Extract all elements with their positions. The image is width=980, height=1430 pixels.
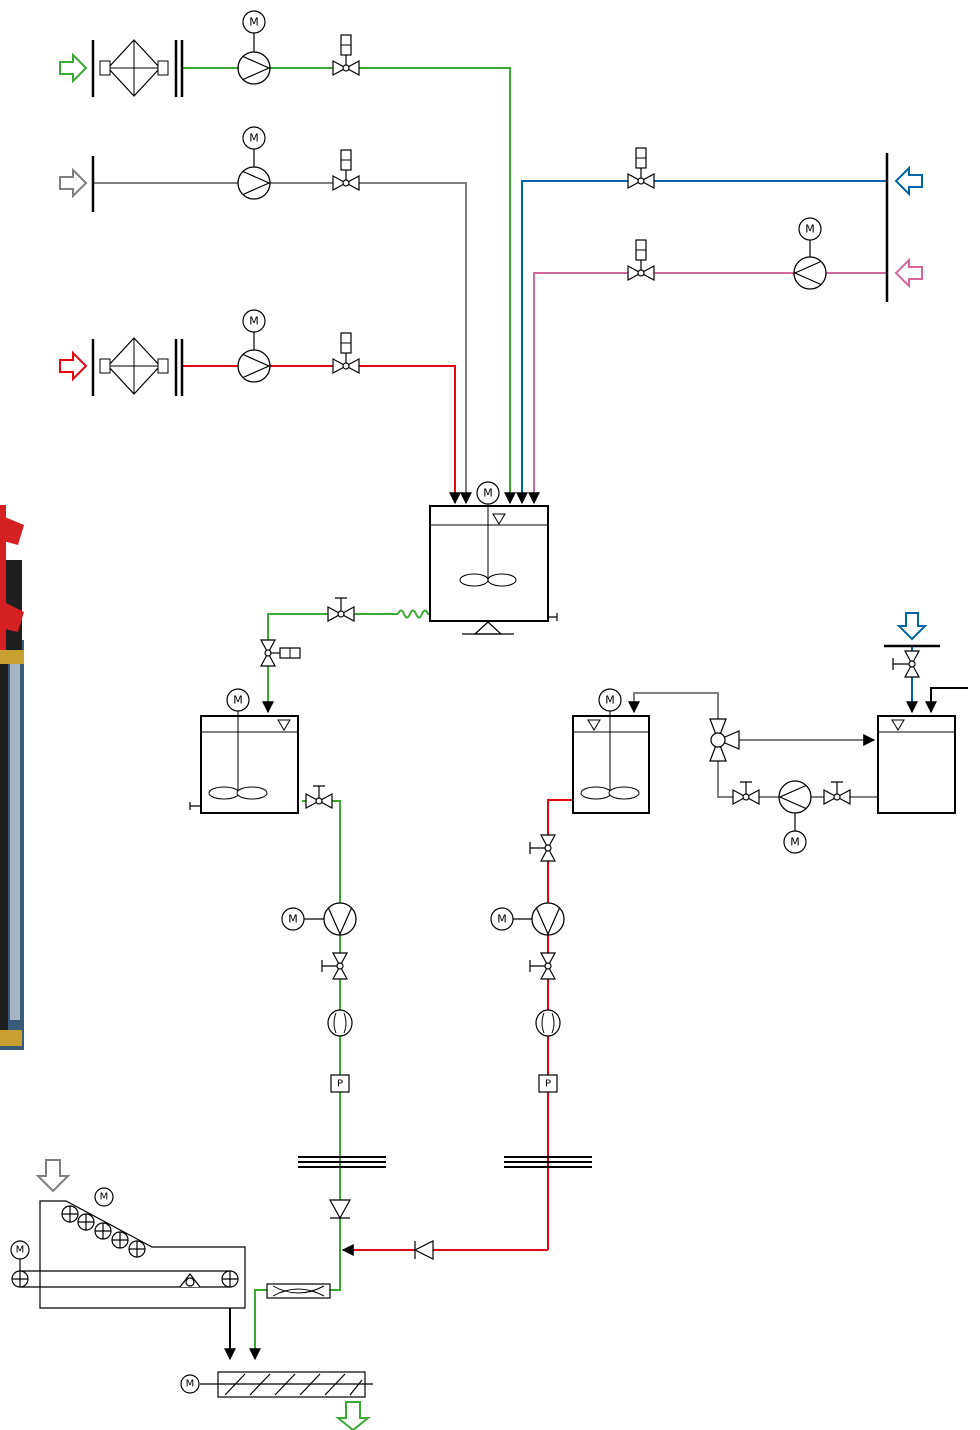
right-agitated-tank xyxy=(572,711,650,814)
manual-valve-icon xyxy=(823,781,851,805)
roller-conveyor xyxy=(11,1200,246,1309)
motor-icon: M xyxy=(281,907,324,931)
blue-feed-line xyxy=(516,180,886,505)
svg-text:M: M xyxy=(249,315,259,328)
flow-meter-icon xyxy=(535,1009,561,1037)
gray-solids-inlet-arrow-icon xyxy=(35,1159,71,1193)
svg-text:P: P xyxy=(337,1079,343,1090)
check-valve-icon xyxy=(413,1240,434,1260)
svg-text:M: M xyxy=(288,913,298,926)
manual-valve-icon xyxy=(321,952,348,980)
control-valve-icon xyxy=(627,239,655,281)
static-mixer-icon xyxy=(266,1283,331,1299)
blue-water-inlet-arrow-icon xyxy=(896,612,928,641)
filter-icon xyxy=(99,337,169,395)
red-inlet-arrow-icon xyxy=(59,350,88,382)
svg-text:P: P xyxy=(545,1079,551,1090)
pump-icon xyxy=(793,256,827,290)
motor-icon: M xyxy=(242,10,266,52)
motor-icon: M xyxy=(242,126,266,167)
svg-text:M: M xyxy=(483,487,493,500)
green-feed-line-top xyxy=(183,67,516,505)
svg-text:M: M xyxy=(249,132,259,145)
pressure-transmitter: P xyxy=(330,1074,350,1093)
control-valve-icon xyxy=(332,34,360,76)
svg-text:M: M xyxy=(16,1245,25,1256)
black-feed-line xyxy=(925,687,968,714)
green-inlet-arrow-icon xyxy=(59,52,88,84)
manual-valve-icon xyxy=(529,834,556,862)
red-feed-line-top xyxy=(183,365,461,505)
pipe-flange-mark xyxy=(298,1156,386,1168)
left-agitated-tank xyxy=(189,711,299,814)
filter-icon xyxy=(99,39,169,97)
three-way-valve-icon xyxy=(709,718,740,762)
pump-icon xyxy=(237,349,271,383)
control-valve-icon xyxy=(332,332,360,374)
motor-icon: M xyxy=(180,1374,200,1394)
pump-icon xyxy=(237,51,271,85)
pump-icon xyxy=(778,780,812,814)
manual-valve-icon xyxy=(732,781,760,805)
red-pump-line xyxy=(547,799,572,1250)
motor-icon: M xyxy=(783,813,807,854)
motor-icon: M xyxy=(242,309,266,350)
main-mixing-tank xyxy=(429,503,558,635)
manual-valve-icon xyxy=(327,597,355,622)
flexible-hose xyxy=(397,609,432,619)
motor-icon: M xyxy=(226,688,250,712)
pump-icon xyxy=(237,166,271,200)
motor-icon: M xyxy=(598,688,622,712)
pump-icon xyxy=(323,902,357,936)
pink-inlet-arrow-icon xyxy=(894,257,923,289)
motor-icon: M xyxy=(10,1240,30,1271)
blue-inlet-arrow-icon xyxy=(894,165,923,197)
side-equipment-model xyxy=(0,505,24,1050)
manual-valve-icon xyxy=(305,785,333,809)
green-product-outlet-arrow-icon xyxy=(335,1401,371,1430)
gray-recirc-line xyxy=(628,692,719,736)
svg-text:M: M xyxy=(186,1379,195,1390)
pump-icon xyxy=(531,902,565,936)
gray-inlet-arrow-icon xyxy=(59,167,88,199)
check-valve-icon xyxy=(328,1199,352,1220)
svg-text:M: M xyxy=(233,694,243,707)
pressure-transmitter: P xyxy=(538,1074,558,1093)
control-valve-icon xyxy=(627,147,655,189)
screw-conveyor xyxy=(200,1371,373,1398)
green-mixer-line xyxy=(249,1250,341,1361)
svg-text:M: M xyxy=(790,836,800,849)
svg-text:M: M xyxy=(497,913,507,926)
control-valve-icon xyxy=(332,149,360,191)
svg-text:M: M xyxy=(805,223,815,236)
flow-meter-icon xyxy=(327,1009,353,1037)
motor-icon: M xyxy=(476,481,500,505)
motor-icon: M xyxy=(490,907,532,931)
storage-tank xyxy=(877,715,956,814)
manual-valve-icon xyxy=(892,650,920,678)
svg-text:M: M xyxy=(605,694,615,707)
pink-feed-line xyxy=(528,272,886,505)
motor-icon: M xyxy=(94,1187,114,1207)
motor-icon: M xyxy=(798,217,822,257)
svg-text:M: M xyxy=(100,1192,109,1203)
gray-feed-line xyxy=(93,182,472,505)
svg-text:M: M xyxy=(249,16,259,29)
manual-valve-icon xyxy=(529,952,556,980)
green-transfer-line xyxy=(262,613,398,714)
pipe-flange-mark xyxy=(504,1156,592,1168)
control-valve-icon xyxy=(260,639,301,667)
